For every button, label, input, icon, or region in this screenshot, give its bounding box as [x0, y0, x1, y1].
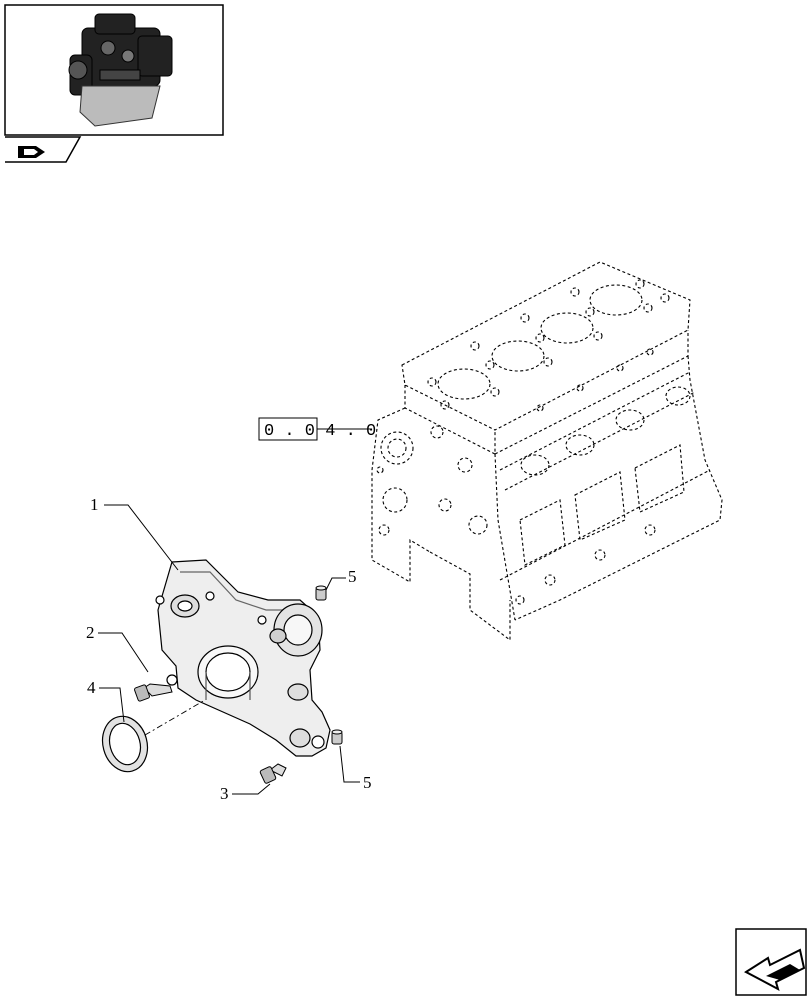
section-arrow-icon [18, 146, 45, 158]
cover-bolt [134, 683, 173, 702]
reference-callout[interactable]: 0 . 0 4 . 0 [258, 417, 376, 441]
callout-3[interactable]: 3 [220, 784, 229, 803]
reference-code: 0 . 0 4 . 0 [264, 422, 376, 441]
callout-4[interactable]: 4 [87, 678, 96, 697]
engine-thumbnail-icon [68, 13, 173, 127]
next-page-button[interactable] [735, 928, 807, 996]
crankshaft-seal [101, 715, 149, 773]
leader-lines [98, 504, 360, 795]
engine-thumbnail[interactable] [4, 4, 224, 136]
dowel-pin-upper [315, 585, 327, 601]
callout-1[interactable]: 1 [90, 495, 99, 514]
dowel-pin-lower [331, 729, 343, 745]
alignment-line [144, 699, 206, 736]
lower-cover-bolt [259, 763, 287, 784]
section-tab[interactable] [5, 136, 82, 163]
callout-5-lower[interactable]: 5 [363, 773, 372, 792]
next-page-arrow-icon [744, 948, 806, 991]
front-cover [155, 559, 331, 757]
engine-block [371, 261, 723, 642]
callout-2[interactable]: 2 [86, 623, 95, 642]
callout-5-upper[interactable]: 5 [348, 567, 357, 586]
